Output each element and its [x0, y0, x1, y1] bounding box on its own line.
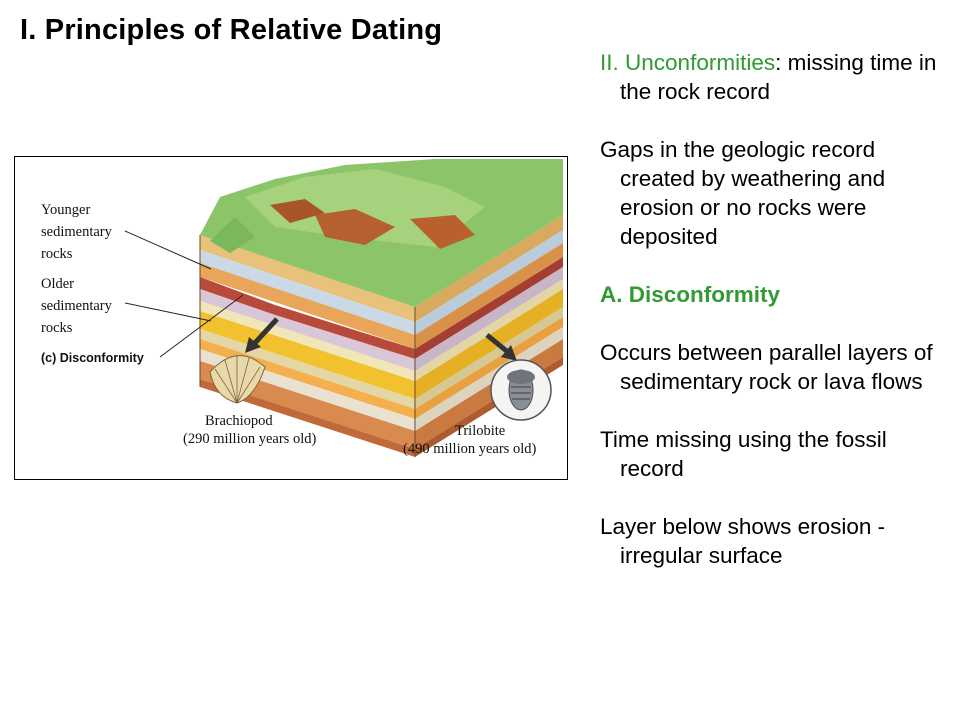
trilobite-fossil-icon — [490, 359, 552, 421]
trilobite-arrow — [485, 333, 517, 361]
disconformity-subheading: A. Disconformity — [600, 282, 781, 307]
trilobite-age: (490 million years old) — [403, 441, 536, 457]
brachiopod-fossil-icon — [209, 355, 266, 404]
older-label-2: sedimentary — [41, 298, 113, 314]
text-column: II. Unconformities: missing time in the … — [600, 48, 950, 599]
heading-number: II. — [600, 50, 619, 75]
brachiopod-name: Brachiopod — [205, 413, 273, 429]
slide-title: I. Principles of Relative Dating — [20, 14, 443, 46]
brachiopod-arrow — [245, 317, 279, 353]
brachiopod-age: (290 million years old) — [183, 431, 316, 447]
erosion-paragraph: Layer below shows erosion - irregular su… — [600, 514, 886, 568]
older-label-3: rocks — [41, 320, 73, 336]
grass-surface — [200, 159, 563, 307]
heading-rest: : missing time in the rock record — [620, 50, 937, 104]
older-label-1: Older — [41, 276, 74, 292]
gaps-paragraph: Gaps in the geologic record created by w… — [600, 137, 886, 249]
younger-label-1: Younger — [41, 202, 90, 218]
trilobite-name: Trilobite — [455, 423, 505, 439]
disconformity-figure: Younger sedimentary rocks Older sediment… — [14, 156, 568, 480]
occurs-paragraph: Occurs between parallel layers of sedime… — [600, 340, 933, 394]
older-leader-line — [124, 302, 212, 322]
disconformity-leader-line — [159, 294, 244, 358]
unconformities-heading: II. Unconformities: missing time in the … — [600, 48, 950, 106]
time-missing-paragraph: Time missing using the fossil record — [600, 427, 887, 481]
younger-label-2: sedimentary — [41, 224, 113, 240]
younger-label-3: rocks — [41, 246, 73, 262]
disconformity-caption: (c) Disconformity — [41, 351, 144, 365]
right-face-strata — [415, 215, 563, 457]
younger-leader-line — [124, 230, 212, 270]
block-diagram: Younger sedimentary rocks Older sediment… — [41, 159, 563, 457]
heading-term: Unconformities — [625, 50, 776, 75]
